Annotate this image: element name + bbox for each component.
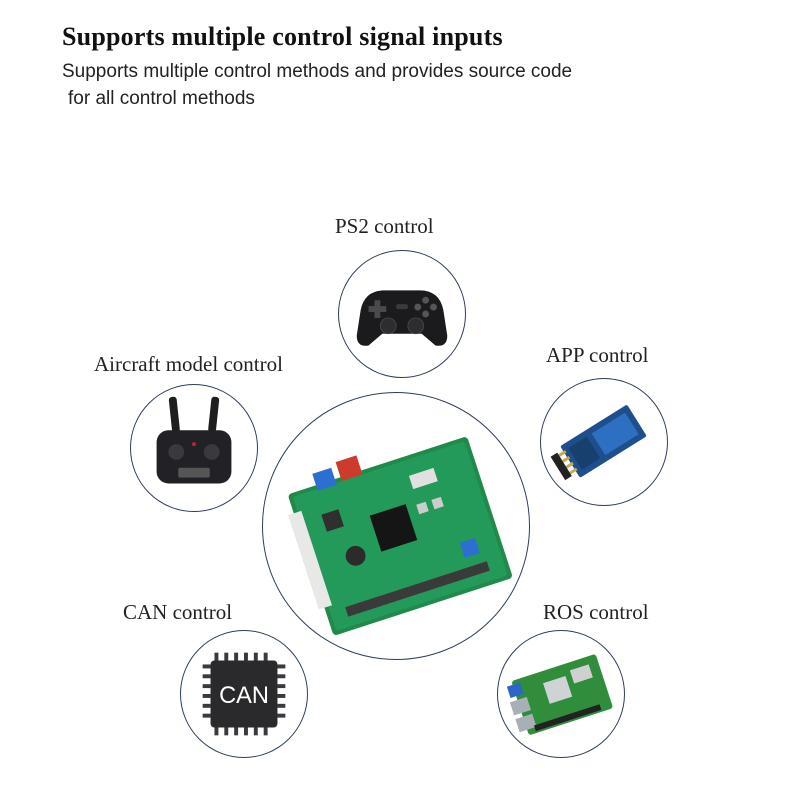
app-control-circle bbox=[540, 378, 668, 506]
bluetooth-module-icon bbox=[550, 405, 647, 481]
can-control-circle: CAN bbox=[180, 630, 308, 758]
can-chip-text: CAN bbox=[219, 683, 269, 709]
page-title: Supports multiple control signal inputs bbox=[62, 22, 503, 51]
aircraft-control-label: Aircraft model control bbox=[94, 352, 283, 376]
aircraft-control-circle bbox=[130, 384, 258, 512]
ros-control-label: ROS control bbox=[543, 600, 649, 624]
rc-transmitter-icon bbox=[156, 396, 232, 484]
gamepad-icon bbox=[356, 290, 448, 346]
can-control-label: CAN control bbox=[123, 600, 233, 624]
ros-control-circle bbox=[497, 630, 625, 758]
app-control-label: APP control bbox=[546, 343, 649, 367]
center-board-circle bbox=[262, 392, 530, 660]
can-chip-icon: CAN bbox=[202, 652, 286, 736]
ps2-control-label: PS2 control bbox=[335, 214, 434, 238]
controller-board-icon bbox=[288, 437, 512, 635]
ps2-control-circle bbox=[338, 250, 466, 378]
subtitle-line-1: Supports multiple control methods and pr… bbox=[62, 61, 573, 82]
subtitle-line-2: for all control methods bbox=[68, 88, 255, 109]
raspberry-pi-icon bbox=[506, 654, 613, 735]
page-subtitle: Supports multiple control methods and pr… bbox=[62, 58, 742, 112]
